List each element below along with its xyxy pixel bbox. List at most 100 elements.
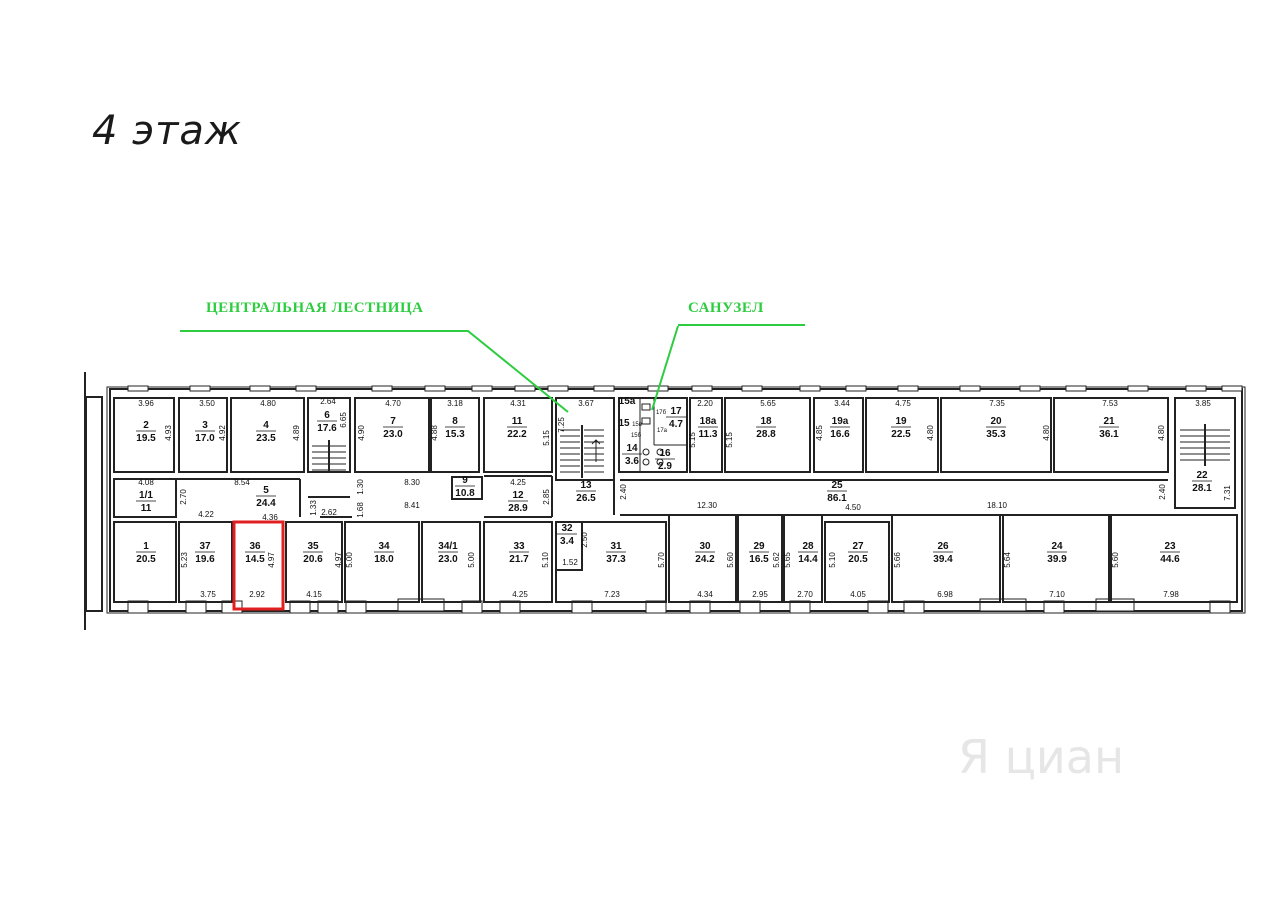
room-number: 18 [760,416,772,427]
dimension-label: 4.08 [138,478,154,487]
dimension-label: 3.75 [200,590,216,599]
building-outline [84,372,1246,630]
dimension-label: 7.35 [989,399,1005,408]
dimension-label: 2.92 [249,590,265,599]
dimension-label: 7.98 [1163,590,1179,599]
room-number: 28 [802,541,814,552]
room-area: 28.8 [756,429,776,440]
dimension-label-vertical: 4.80 [1042,425,1051,441]
room-number: 11 [512,416,523,427]
room-number: 22 [1196,470,1208,481]
room-number: 27 [852,541,864,552]
room-area: 20.5 [848,554,868,565]
room-number: 5 [263,485,269,496]
dimension-label-vertical: 4.97 [334,552,343,568]
room-area: 28.1 [1192,483,1212,494]
room-area: 20.5 [136,554,156,565]
room-number: 31 [610,541,622,552]
dimension-label: 2.95 [752,590,768,599]
room-area: 44.6 [1160,554,1180,565]
dimension-label-vertical: 2.40 [1158,484,1167,500]
dimension-label-vertical: 7.31 [1223,485,1232,501]
room-area: 3.6 [625,456,639,467]
dimension-label: 4.05 [850,590,866,599]
dimension-label: 4.34 [697,590,713,599]
dimension-label: 3.67 [578,399,594,408]
room-number: 14 [626,443,638,454]
room-area: 22.2 [507,429,527,440]
room-area: 19.5 [136,433,156,444]
dimension-label: 1.52 [562,558,578,567]
room-number: 37 [199,541,211,552]
dimension-label-vertical: 5.23 [180,552,189,568]
room-area: 18.0 [374,554,394,565]
room-number: 26 [937,541,949,552]
dimension-label-vertical: 4.90 [357,425,366,441]
dimension-label: 4.80 [260,399,276,408]
room-area: 19.6 [195,554,215,565]
dimension-label-vertical: 5.65 [783,552,792,568]
dimension-label-vertical: 5.00 [345,552,354,568]
room-number: 23 [1164,541,1176,552]
room-area: 24.2 [695,554,715,565]
room-number: 34 [378,541,390,552]
room-area: 17.0 [195,433,215,444]
room-number: 8 [452,416,458,427]
room-number: 13 [580,480,592,491]
room-area: 17.6 [317,423,337,434]
room-number: 7 [390,416,396,427]
room-number: 19а [832,416,849,427]
room-number: 2 [143,420,149,431]
room-number: 25 [831,480,843,491]
callout-lines [180,324,805,413]
staircase-main [560,425,604,478]
dimension-label: 4.25 [510,478,526,487]
room-number: 21 [1103,416,1115,427]
dimension-label-vertical: 6.65 [339,412,348,428]
dimension-label-vertical: 1.68 [356,502,365,518]
room-area: 11 [141,503,152,514]
room-number: 19 [895,416,907,427]
dimension-label-vertical: 5.64 [1003,552,1012,568]
dimension-label-vertical: 5.00 [467,552,476,568]
room-area: 14.4 [798,554,818,565]
highlighted-room-36[interactable] [232,520,285,611]
dimension-label: 2.20 [697,399,713,408]
dimension-label: 8.30 [404,478,420,487]
watermark-logo: Я циан [958,730,1125,784]
dimension-label: 4.70 [385,399,401,408]
dimension-label: 8.41 [404,501,420,510]
callout-central-stair: ЦЕНТРАЛЬНАЯ ЛЕСТНИЦА [206,300,424,316]
dimension-label-vertical: 5.10 [828,552,837,568]
room-area: 10.8 [455,488,475,499]
dimension-label-vertical: 7.25 [557,417,566,433]
dimension-label-vertical: 4.80 [926,425,935,441]
dimension-label: 5.65 [760,399,776,408]
dimension-label-vertical: 5.15 [725,432,734,448]
dimension-label: 4.36 [262,513,278,522]
room-number: 1/1 [139,490,153,501]
room-number: 29 [753,541,765,552]
room-area: 16.5 [749,554,769,565]
upper-rooms [113,397,1236,509]
room-number: 33 [513,541,525,552]
room-number: 36 [249,541,261,552]
dimension-label-vertical: 5.70 [657,552,666,568]
dimension-label-vertical: 4.88 [430,425,439,441]
room-area: 11.3 [699,429,718,440]
dimension-label-vertical: 1.33 [309,500,318,516]
room-number: 17 [670,406,682,417]
staircase-left [312,440,346,472]
room-number: 24 [1051,541,1063,552]
staircase-right [1180,424,1230,466]
dimension-label: 12.30 [697,501,718,510]
dimension-label-vertical: 5.60 [726,552,735,568]
dimension-label-vertical: 1.30 [356,479,365,495]
room-number: 34/1 [438,541,458,552]
dimension-label: 4.25 [512,590,528,599]
dimension-label-vertical: 5.62 [772,552,781,568]
room-area: 24.4 [256,498,276,509]
room-number: 18а [700,416,717,427]
room-area: 39.9 [1047,554,1067,565]
